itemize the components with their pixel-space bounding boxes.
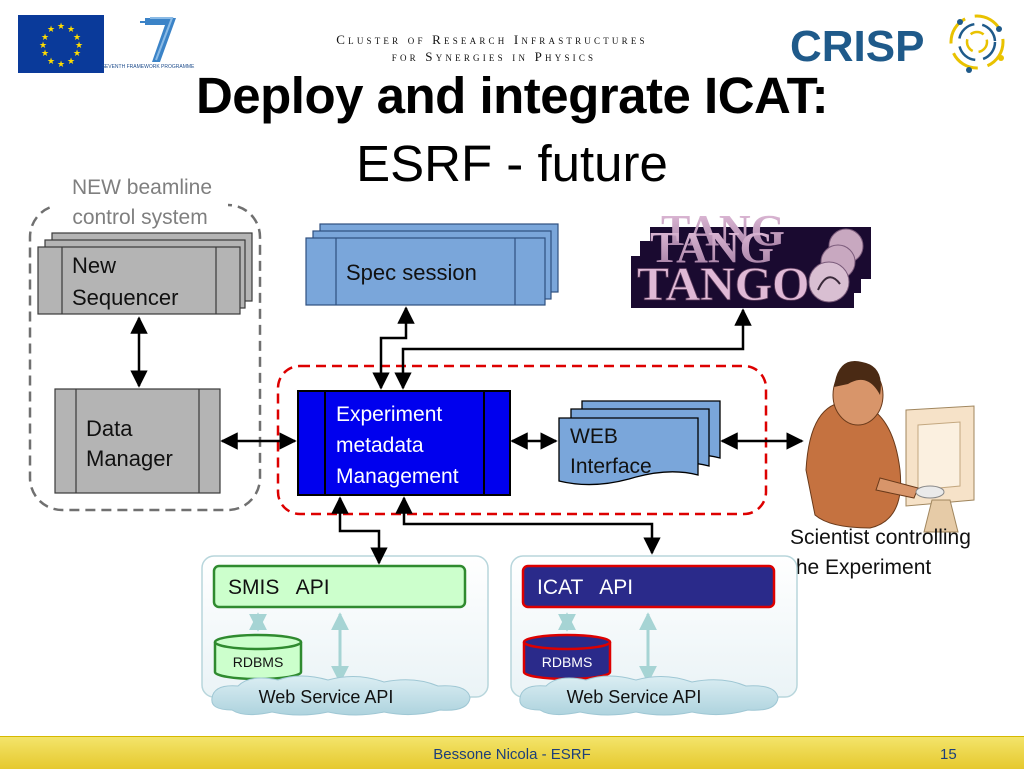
svg-text:★: ★: [73, 33, 81, 43]
svg-text:★: ★: [47, 25, 55, 35]
web-service-right-cloud: Web Service API: [519, 675, 779, 716]
svg-text:★: ★: [73, 49, 81, 59]
data-manager-label-2: Manager: [86, 446, 173, 471]
web-interface-box: WEB Interface: [558, 400, 721, 486]
web-service-left-cloud: Web Service API: [211, 675, 471, 716]
beamline-label-bg: [52, 182, 228, 226]
svg-text:TANG: TANG: [661, 206, 785, 255]
cluster-heading-line2: for Synergies in Physics: [392, 49, 597, 64]
svg-text:TANG: TANG: [650, 223, 774, 272]
arrow-experiment-smis: [331, 496, 388, 565]
svg-text:★: ★: [75, 41, 83, 51]
svg-text:★: ★: [47, 57, 55, 67]
crisp-logo: CRISP: [790, 14, 1005, 73]
spec-session-label: Spec session: [346, 260, 477, 285]
experiment-metadata-box: Experiment metadata Management: [297, 390, 511, 496]
smis-api-label: SMIS API: [228, 576, 330, 599]
icat-api-box: [521, 564, 776, 609]
rdbms-right-label: RDBMS: [542, 654, 593, 670]
svg-text:★: ★: [41, 33, 49, 43]
web-service-left-label: Web Service API: [259, 687, 394, 707]
svg-text:★: ★: [39, 41, 47, 51]
rdbms-left-cylinder: RDBMS: [213, 633, 303, 681]
web-interface-label-2: Interface: [570, 455, 652, 478]
experiment-label-1: Experiment: [336, 403, 442, 426]
experiment-label-2: metadata: [336, 434, 424, 457]
scientist-label-1: Scientist controlling: [790, 526, 971, 549]
data-manager-box: Data Manager: [54, 388, 221, 494]
page-number: 15: [940, 746, 957, 763]
new-sequencer-box: New Sequencer: [37, 232, 253, 315]
web-service-right-label: Web Service API: [567, 687, 702, 707]
beamline-label-line1: NEW beamline: [72, 176, 212, 199]
rdbms-left-label: RDBMS: [233, 654, 284, 670]
eu-flag-logo: ★★★ ★★★ ★★★ ★★★: [18, 15, 104, 73]
smis-api-box: [212, 564, 467, 609]
arrow-experiment-icat: [395, 496, 661, 555]
svg-text:★: ★: [41, 49, 49, 59]
slide-title: Deploy and integrate ICAT:: [195, 67, 829, 124]
fp7-logo-text: SEVENTH FRAMEWORK PROGRAMME: [102, 64, 195, 70]
panel-internal-connectors: [249, 612, 657, 684]
experiment-label-3: Management: [336, 465, 459, 488]
svg-text:★: ★: [67, 57, 75, 67]
svg-text:★: ★: [57, 60, 65, 70]
slide-subtitle: ESRF - future: [356, 135, 668, 192]
beamline-label-line2: control system: [72, 206, 207, 229]
svg-text:★: ★: [57, 22, 65, 32]
scientist-illustration: [805, 361, 975, 533]
scientist-label-2: the Experiment: [790, 556, 931, 579]
arrow-experiment-tango: [394, 308, 752, 390]
new-sequencer-label-1: New: [72, 253, 116, 278]
web-interface-label-1: WEB: [570, 425, 618, 448]
svg-text:★: ★: [67, 25, 75, 35]
rdbms-right-cylinder: RDBMS: [522, 633, 612, 681]
data-manager-label-1: Data: [86, 416, 133, 441]
footer-bar: [0, 736, 1024, 769]
tango-logo-text: TANGO: [637, 258, 809, 311]
spec-session-box: Spec session: [305, 223, 559, 306]
tango-logo-stack: TANG TANG TANGO: [631, 206, 871, 311]
new-sequencer-label-2: Sequencer: [72, 285, 178, 310]
fp7-logo: SEVENTH FRAMEWORK PROGRAMME: [102, 17, 195, 70]
cluster-heading-line1: Cluster of Research Infrastructures: [336, 32, 647, 47]
crisp-logo-text: CRISP: [790, 22, 924, 71]
footer-author: Bessone Nicola - ESRF: [433, 746, 591, 763]
icat-api-label: ICAT API: [537, 576, 633, 599]
